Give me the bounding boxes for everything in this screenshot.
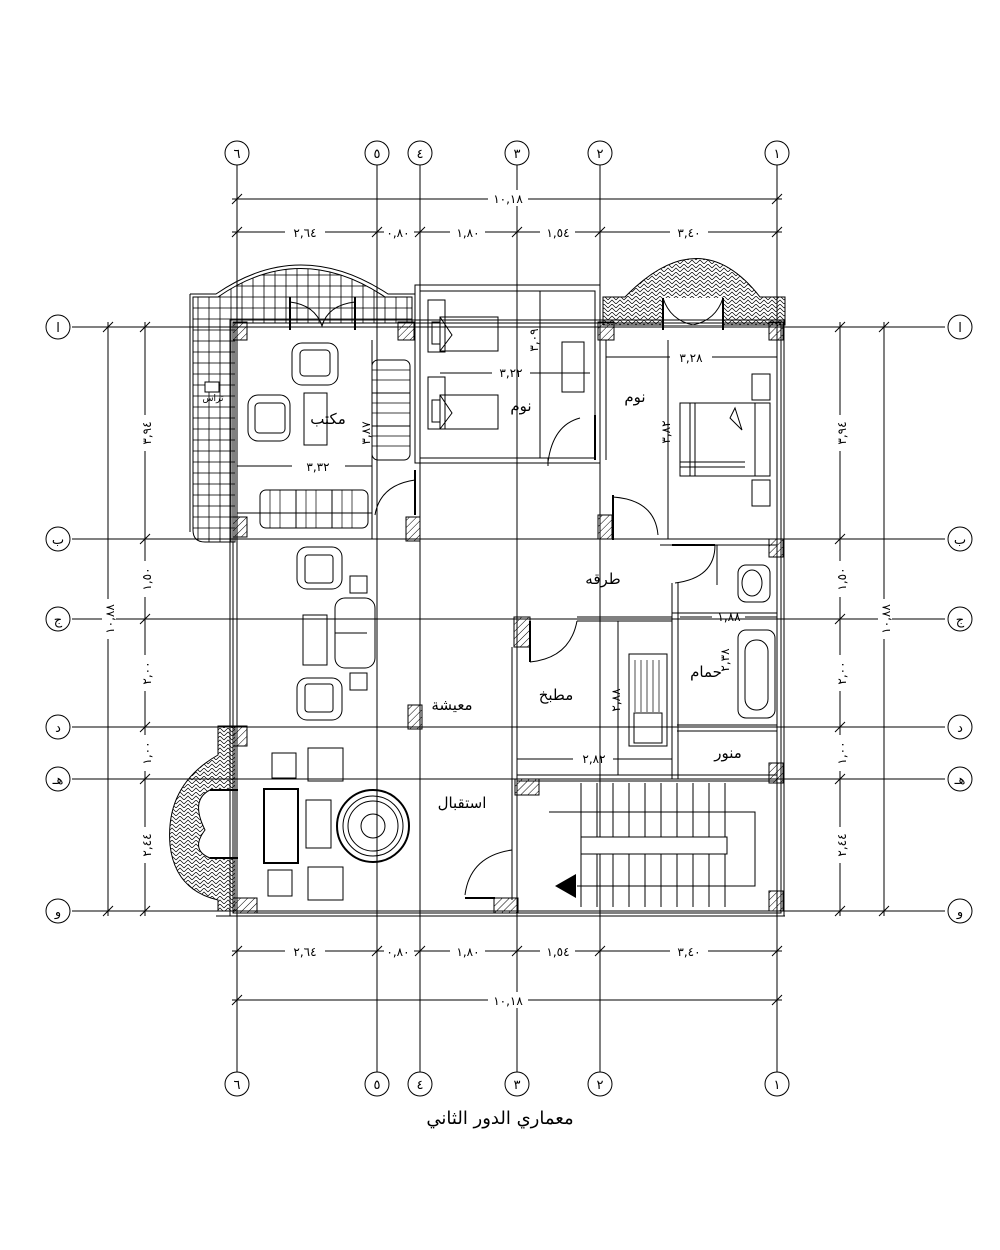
svg-text:ا: ا [56, 321, 60, 336]
svg-text:٠,٨٠: ٠,٨٠ [386, 945, 409, 959]
svg-text:٢: ٢ [597, 147, 604, 162]
svg-text:١,٥٤: ١,٥٤ [546, 945, 569, 959]
svg-text:١,٠٠: ١,٠٠ [835, 741, 849, 764]
columns [232, 321, 784, 914]
exterior-walls [216, 319, 785, 917]
dimension-bottom: ٢,٦٤ ٠,٨٠ ١,٨٠ ١,٥٤ ٣,٤٠ ١٠,١٨ [231, 943, 783, 1008]
svg-text:٢,٠٠: ٢,٠٠ [835, 661, 849, 684]
bedroom-master-furniture: ٣,٢٨ ٣,٨٢ نوم [606, 351, 777, 507]
svg-text:٦: ٦ [234, 147, 241, 162]
living-furniture: معيشة [296, 546, 473, 721]
svg-text:هـ: هـ [52, 773, 64, 788]
doors [289, 297, 724, 899]
svg-text:١٠,٨٨: ١٠,٨٨ [879, 604, 893, 634]
svg-text:و: و [956, 905, 963, 920]
svg-text:د: د [55, 721, 61, 736]
svg-text:٣,٩٤: ٣,٩٤ [835, 421, 849, 444]
svg-text:٣,٩٤: ٣,٩٤ [140, 421, 154, 444]
svg-text:٣: ٣ [514, 147, 521, 162]
staircase [549, 783, 756, 907]
dimension-top: ١٠,١٨ ٢,٦٤ ٠,٨٠ ١,٨٠ ١,٥٤ ٣,٤٠ [231, 190, 783, 240]
svg-text:٣,٠٩: ٣,٠٩ [527, 328, 541, 351]
svg-text:ب: ب [52, 533, 64, 548]
balcony-bedroom [602, 258, 786, 326]
svg-text:ب: ب [954, 533, 966, 548]
svg-text:١,٥٠: ١,٥٠ [835, 567, 849, 590]
room-label-bedroom-children: نوم [510, 397, 531, 415]
svg-text:٣,٢٢: ٣,٢٢ [499, 366, 522, 380]
svg-text:ا: ا [958, 321, 962, 336]
svg-text:١,٨٨: ١,٨٨ [717, 610, 741, 624]
svg-text:٣,٢٨: ٣,٢٨ [679, 351, 703, 365]
svg-text:٤: ٤ [417, 147, 424, 162]
svg-text:١,٠٠: ١,٠٠ [140, 741, 154, 764]
svg-text:١: ١ [774, 1078, 781, 1093]
office-furniture: ٣,٣٢ ٣,٨٧ مكتب [237, 342, 411, 529]
svg-text:١,٨٠: ١,٨٠ [456, 945, 479, 959]
svg-text:١٠,١٨: ١٠,١٨ [493, 192, 523, 206]
room-label-reception: استقبال [438, 794, 487, 812]
svg-text:٢,٤٤: ٢,٤٤ [140, 833, 154, 856]
dimension-left: ١٠,٨٨ ٣,٩٤ ١,٥٠ ٢,٠٠ ١,٠٠ ٢,٤٤ [102, 321, 154, 917]
balcony-reception [169, 725, 238, 912]
svg-text:١٠,١٨: ١٠,١٨ [493, 994, 523, 1008]
room-label-kitchen: مطبخ [539, 686, 574, 704]
svg-text:١: ١ [774, 147, 781, 162]
room-label-bedroom-master: نوم [624, 388, 645, 406]
room-label-living: معيشة [431, 696, 472, 714]
svg-text:٣,٨٢: ٣,٨٢ [659, 420, 673, 443]
svg-text:٢,٨٢: ٢,٨٢ [582, 752, 605, 766]
svg-text:١,٥٠: ١,٥٠ [140, 567, 154, 590]
svg-text:٣: ٣ [514, 1078, 521, 1093]
svg-text:٢,٣٨: ٢,٣٨ [718, 648, 732, 672]
svg-text:تراس: تراس [203, 394, 224, 404]
interior-walls [511, 340, 777, 900]
svg-text:١,٥٤: ١,٥٤ [546, 226, 569, 240]
svg-text:٣,٤٠: ٣,٤٠ [677, 945, 700, 959]
grid-bubbles-left: ا ب ج د هـ و [45, 314, 71, 924]
room-label-corridor: طرقه [585, 570, 620, 588]
plan-title: معماري الدور الثاني [426, 1108, 574, 1129]
room-label-office: مكتب [310, 410, 346, 428]
svg-text:٥: ٥ [374, 1078, 381, 1093]
svg-text:٢,٤٤: ٢,٤٤ [835, 833, 849, 856]
svg-text:٣,٨٧: ٣,٨٧ [359, 421, 373, 445]
svg-text:٢,٦٤: ٢,٦٤ [293, 226, 316, 240]
svg-text:١,٨٠: ١,٨٠ [456, 226, 479, 240]
svg-text:٤: ٤ [417, 1078, 424, 1093]
svg-text:٢: ٢ [597, 1078, 604, 1093]
reception-furniture: استقبال [263, 747, 487, 901]
grid-bubbles-right: ا ب ج د هـ و [947, 314, 973, 924]
room-label-bathroom: حمام [690, 663, 722, 681]
svg-text:٢,٦٤: ٢,٦٤ [293, 945, 316, 959]
svg-text:هـ: هـ [954, 773, 966, 788]
dimension-right: ٣,٩٤ ١,٥٠ ٢,٠٠ ١,٠٠ ٢,٤٤ ١٠,٨٨ [834, 321, 893, 917]
grid-bubbles-top: ٦ ٥ ٤ ٣ ٢ ١ [224, 140, 790, 166]
svg-text:د: د [957, 721, 963, 736]
svg-text:١٠,٨٨: ١٠,٨٨ [103, 604, 117, 634]
svg-text:و: و [54, 905, 61, 920]
terrace-office: تراس [189, 264, 415, 543]
bedroom-children-furniture: ٣,٢٢ ٣,٠٩ نوم [427, 299, 590, 430]
room-label-lightwell: منور [713, 744, 742, 762]
svg-text:٢,٨٨: ٢,٨٨ [609, 688, 623, 712]
kitchen: ٢,٨٢ ٢,٨٨ مطبخ [517, 653, 672, 766]
svg-text:٠,٨٠: ٠,٨٠ [386, 226, 409, 240]
svg-text:ج: ج [956, 613, 965, 628]
svg-text:٥: ٥ [374, 147, 381, 162]
svg-text:٦: ٦ [234, 1078, 241, 1093]
svg-text:٢,٠٠: ٢,٠٠ [140, 661, 154, 684]
svg-text:٣,٤٠: ٣,٤٠ [677, 226, 700, 240]
svg-text:ج: ج [54, 613, 63, 628]
svg-text:٣,٣٢: ٣,٣٢ [306, 460, 329, 474]
grid-bubbles-bottom: ٦ ٥ ٤ ٣ ٢ ١ [224, 1071, 790, 1097]
bathroom: ١,٨٨ ٢,٣٨ حمام [680, 564, 777, 719]
